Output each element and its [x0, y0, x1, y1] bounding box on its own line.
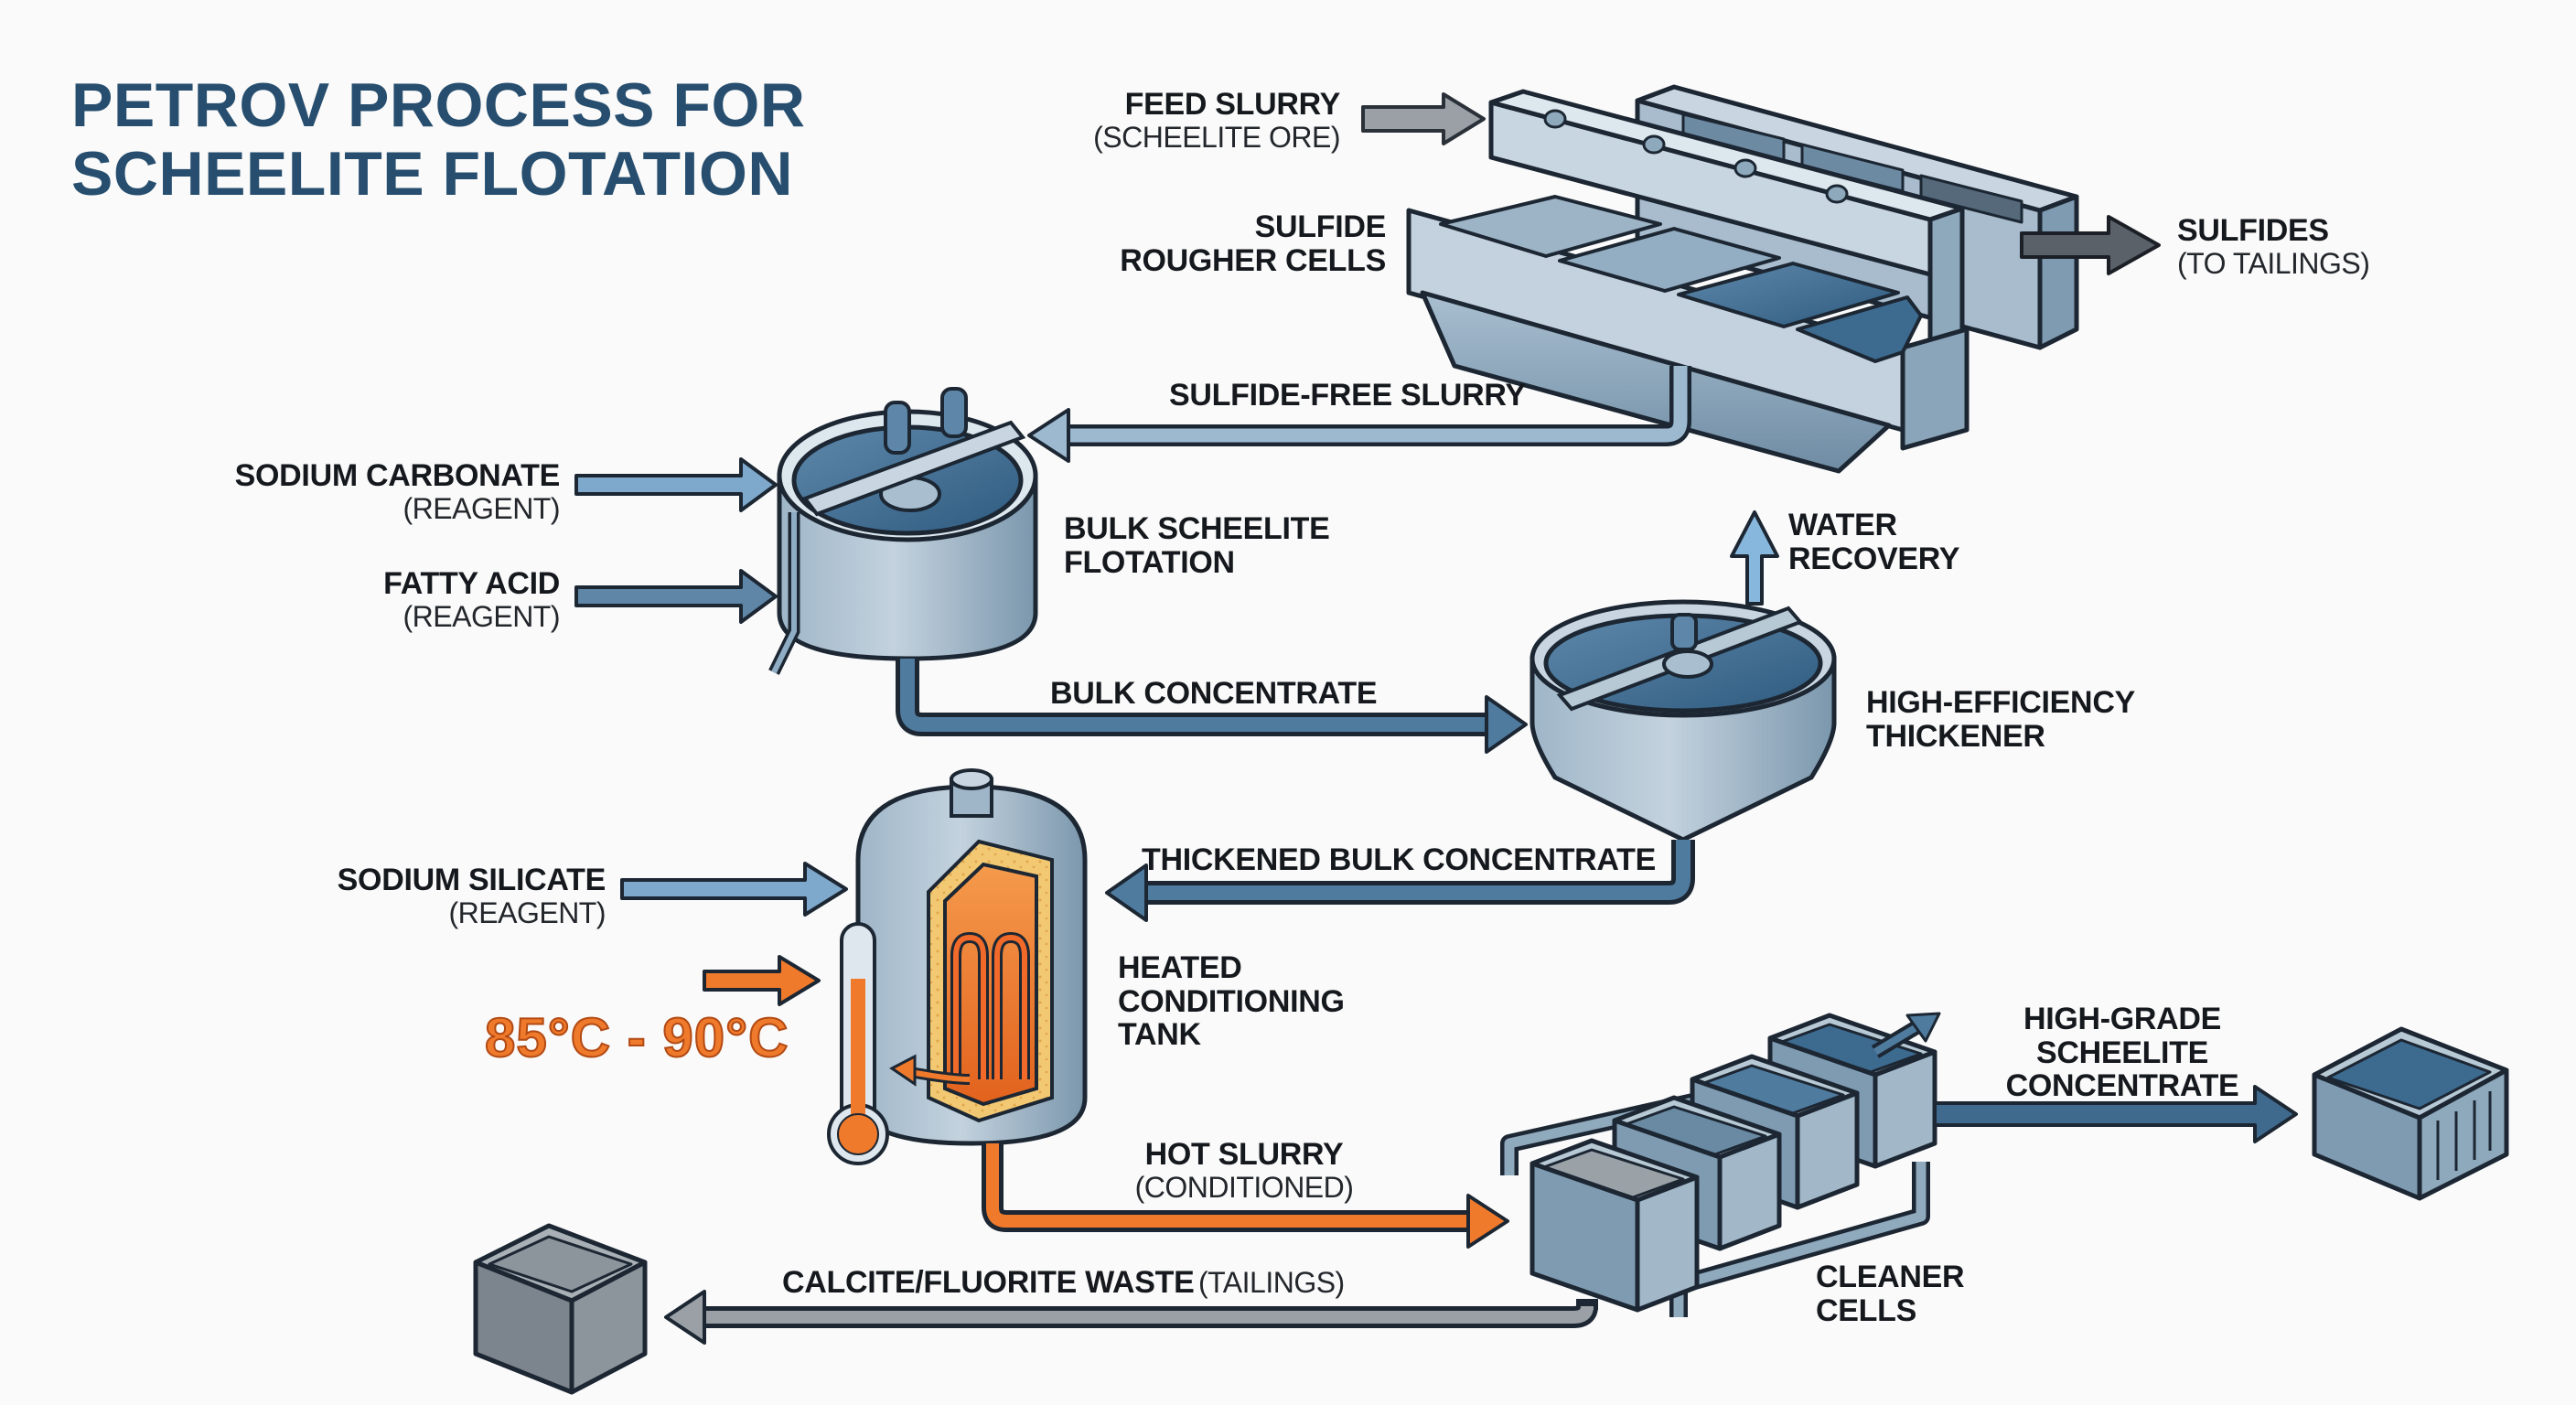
heated-conditioning-tank: [855, 768, 1088, 1146]
bulk-concentrate-pipe: [900, 659, 1487, 732]
sulfide-free-slurry-arrowhead: [1027, 408, 1070, 463]
conditioning-tank-label: HEATED CONDITIONING TANK: [1118, 950, 1345, 1053]
hot-slurry-arrowhead: [1466, 1194, 1509, 1249]
title-line-1: PETROV PROCESS FOR: [71, 70, 806, 140]
page-title: PETROV PROCESS FOR SCHEELITE FLOTATION: [71, 71, 805, 209]
bulk-concentrate-arrowhead: [1485, 695, 1528, 754]
sulfides-arrow: [2020, 215, 2161, 275]
water-recovery-arrow: [1730, 510, 1779, 606]
fatty-acid-arrow: [574, 569, 778, 624]
bulk-concentrate-label: BULK CONCENTRATE: [1050, 676, 1378, 711]
thickened-concentrate-pipe: [1148, 840, 1690, 900]
high-grade-concentrate-label: HIGH-GRADE SCHEELITE CONCENTRATE: [2005, 1002, 2239, 1104]
heat-input-arrow: [703, 955, 821, 1006]
temperature-range-label: 85°C - 90°C: [484, 1006, 789, 1069]
waste-arrowhead: [664, 1290, 706, 1345]
sodium-carbonate-arrow: [574, 457, 778, 512]
bulk-flotation-label: BULK SCHEELITE FLOTATION: [1064, 511, 1330, 580]
sodium-silicate-arrow: [620, 862, 848, 917]
cleaner-cells-label: CLEANER CELLS: [1816, 1260, 1965, 1328]
tailings-bin-icon: [473, 1223, 648, 1395]
sulfides-label: SULFIDES (TO TAILINGS): [2177, 213, 2370, 280]
high-efficiency-thickener: [1530, 599, 1837, 842]
thickener-label: HIGH-EFFICIENCY THICKENER: [1866, 685, 2135, 754]
sodium-carbonate-label: SODIUM CARBONATE (REAGENT): [234, 458, 561, 525]
cleaner-cells: [1500, 1012, 1941, 1317]
sulfide-rougher-cells: [1406, 84, 2079, 474]
high-grade-concentrate-arrow: [1933, 1085, 2298, 1143]
feed-slurry-label: FEED SLURRY (SCHEELITE ORE): [1093, 87, 1340, 154]
feed-slurry-arrow: [1361, 92, 1486, 145]
waste-label: CALCITE/FLUORITE WASTE (TAILINGS): [782, 1265, 1345, 1300]
hot-slurry-label: HOT SLURRY (CONDITIONED): [1134, 1137, 1354, 1204]
hot-slurry-pipe: [986, 1143, 1468, 1228]
thickened-concentrate-label: THICKENED BULK CONCENTRATE: [1142, 842, 1656, 877]
thickened-concentrate-arrowhead: [1105, 863, 1148, 922]
fatty-acid-label: FATTY ACID (REAGENT): [383, 566, 560, 633]
water-recovery-label: WATER RECOVERY: [1788, 508, 1960, 576]
sulfide-free-slurry-label: SULFIDE-FREE SLURRY: [1169, 378, 1526, 413]
rougher-cells-label: SULFIDE ROUGHER CELLS: [1120, 209, 1386, 278]
waste-pipe: [704, 1305, 1594, 1324]
sodium-silicate-label: SODIUM SILICATE (REAGENT): [337, 863, 606, 929]
thermometer-icon: [827, 922, 889, 1165]
bulk-scheelite-flotation-tank: [768, 387, 1038, 675]
title-line-2: SCHEELITE FLOTATION: [71, 138, 793, 209]
concentrate-bin-icon: [2312, 1026, 2509, 1201]
